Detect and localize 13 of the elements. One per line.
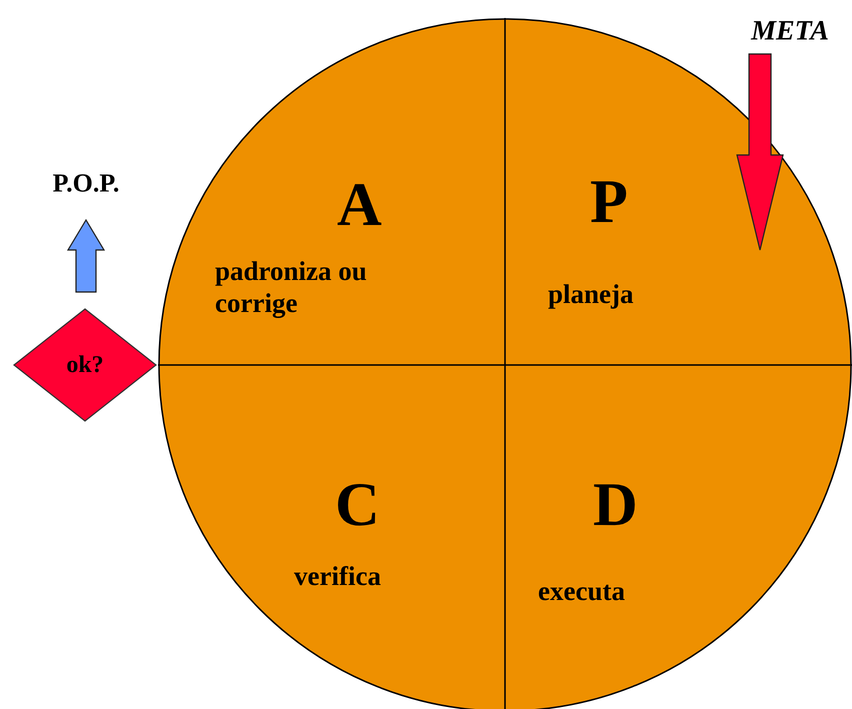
block-arrow	[66, 218, 106, 293]
phase-description: verifica	[294, 560, 381, 592]
phase-description: executa	[538, 575, 625, 608]
annotation-label: META	[750, 16, 830, 48]
phase-letter: A	[337, 170, 382, 241]
phase-letter: D	[593, 470, 638, 541]
phase-letter: C	[335, 470, 380, 541]
phase-description: padroniza ou corrige	[215, 255, 368, 320]
annotation-label: P.O.P.	[52, 170, 120, 198]
block-arrow	[736, 53, 784, 251]
decision-label: ok?	[65, 352, 105, 378]
phase-letter: P	[590, 167, 628, 238]
phase-description: planeja	[548, 278, 634, 310]
